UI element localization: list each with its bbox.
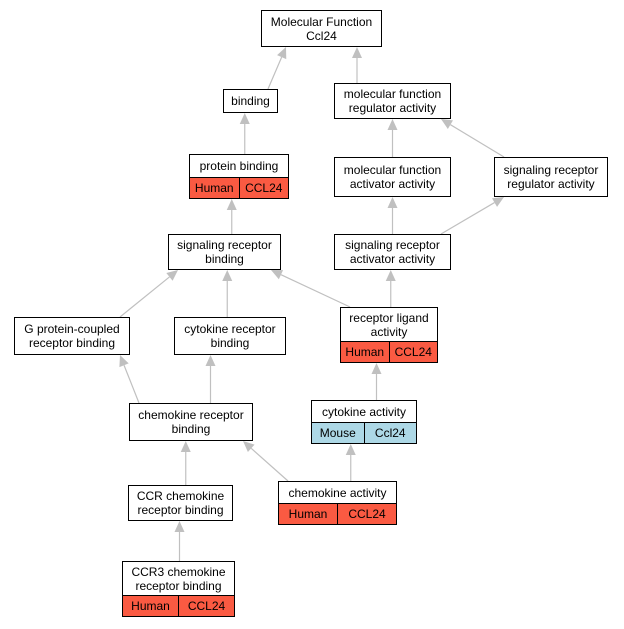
node-chemokine-rec-binding: chemokine receptor binding [129,403,253,441]
node-title: CCR chemokine receptor binding [136,489,225,517]
node-title: signaling receptor activator activity [345,238,440,266]
arrowhead-icon [226,199,237,210]
arrowhead-icon [345,444,356,455]
node-sig-rec-activator: signaling receptor activator activity [334,234,451,270]
mouse-tag: Ccl24 [363,423,416,443]
arrowhead-icon [352,47,362,58]
human-tag: CCL24 [178,596,234,616]
arrowhead-icon [491,197,504,207]
human-tag: Human [341,342,389,362]
node-title: signaling receptor binding [177,238,272,266]
edge-rec_ligand-to-sig_rec_binding [280,274,351,308]
arrowhead-icon [166,270,178,281]
node-sig-rec-regulator: signaling receptor regulator activity [494,157,608,197]
edge-sig_rec_activator-to-sig_rec_regulator [440,202,495,235]
node-binding: binding [223,89,278,113]
node-sig-rec-binding: signaling receptor binding [168,234,281,270]
arrowhead-icon [243,441,255,453]
edge-chemokine_activity-to-chemokine_rec_binding [250,447,289,482]
node-title: receptor ligand activity [349,310,429,339]
mouse-tag: Mouse [312,423,364,443]
human-tag: CCL24 [238,178,288,198]
node-title: molecular function activator activity [343,163,442,191]
edge-binding-to-mf_ccl24 [267,56,283,90]
node-title: cytokine activity [321,404,407,419]
arrowhead-icon [174,521,185,532]
human-tag: Human [279,504,337,524]
human-tag: Human [123,596,178,616]
arrowhead-icon [387,119,398,130]
arrowhead-icon [205,355,216,366]
node-mf-ccl24: Molecular Function Ccl24 [261,10,382,47]
node-mf-activator: molecular function activator activity [334,157,451,197]
edge-gpcr_binding-to-sig_rec_binding [119,276,170,318]
arrowhead-icon [239,113,250,124]
node-cytokine-rec-binding: cytokine receptor binding [174,317,286,355]
edge-chemokine_rec_binding-to-gpcr_binding [123,365,140,404]
node-title: chemokine receptor binding [138,408,244,436]
node-gpcr-binding: G protein-coupled receptor binding [14,317,130,355]
node-title: Molecular Function Ccl24 [270,14,373,43]
node-title: chemokine activity [288,485,387,500]
arrowhead-icon [441,119,454,129]
node-title: signaling receptor regulator activity [503,163,599,191]
node-title: cytokine receptor binding [184,322,276,350]
node-title: protein binding [199,159,279,173]
arrowhead-icon [385,270,396,281]
node-title: binding [231,94,270,108]
human-tag: CCL24 [337,504,396,524]
arrowhead-icon [271,270,284,280]
arrowhead-icon [277,47,287,60]
node-title: CCR3 chemokine receptor binding [131,564,226,593]
edge-sig_rec_regulator-to-mf_regulator [450,124,505,158]
human-tag: Human [190,178,239,198]
node-title: G protein-coupled receptor binding [24,322,120,350]
node-ccr-binding: CCR chemokine receptor binding [128,485,233,521]
node-mf-regulator: molecular function regulator activity [334,83,451,119]
arrowhead-icon [387,197,398,208]
arrowhead-icon [180,441,191,452]
arrowhead-icon [371,363,382,374]
arrowhead-icon [119,355,129,368]
human-tag: CCL24 [388,342,437,362]
node-title: molecular function regulator activity [343,87,442,115]
arrowhead-icon [222,270,233,281]
